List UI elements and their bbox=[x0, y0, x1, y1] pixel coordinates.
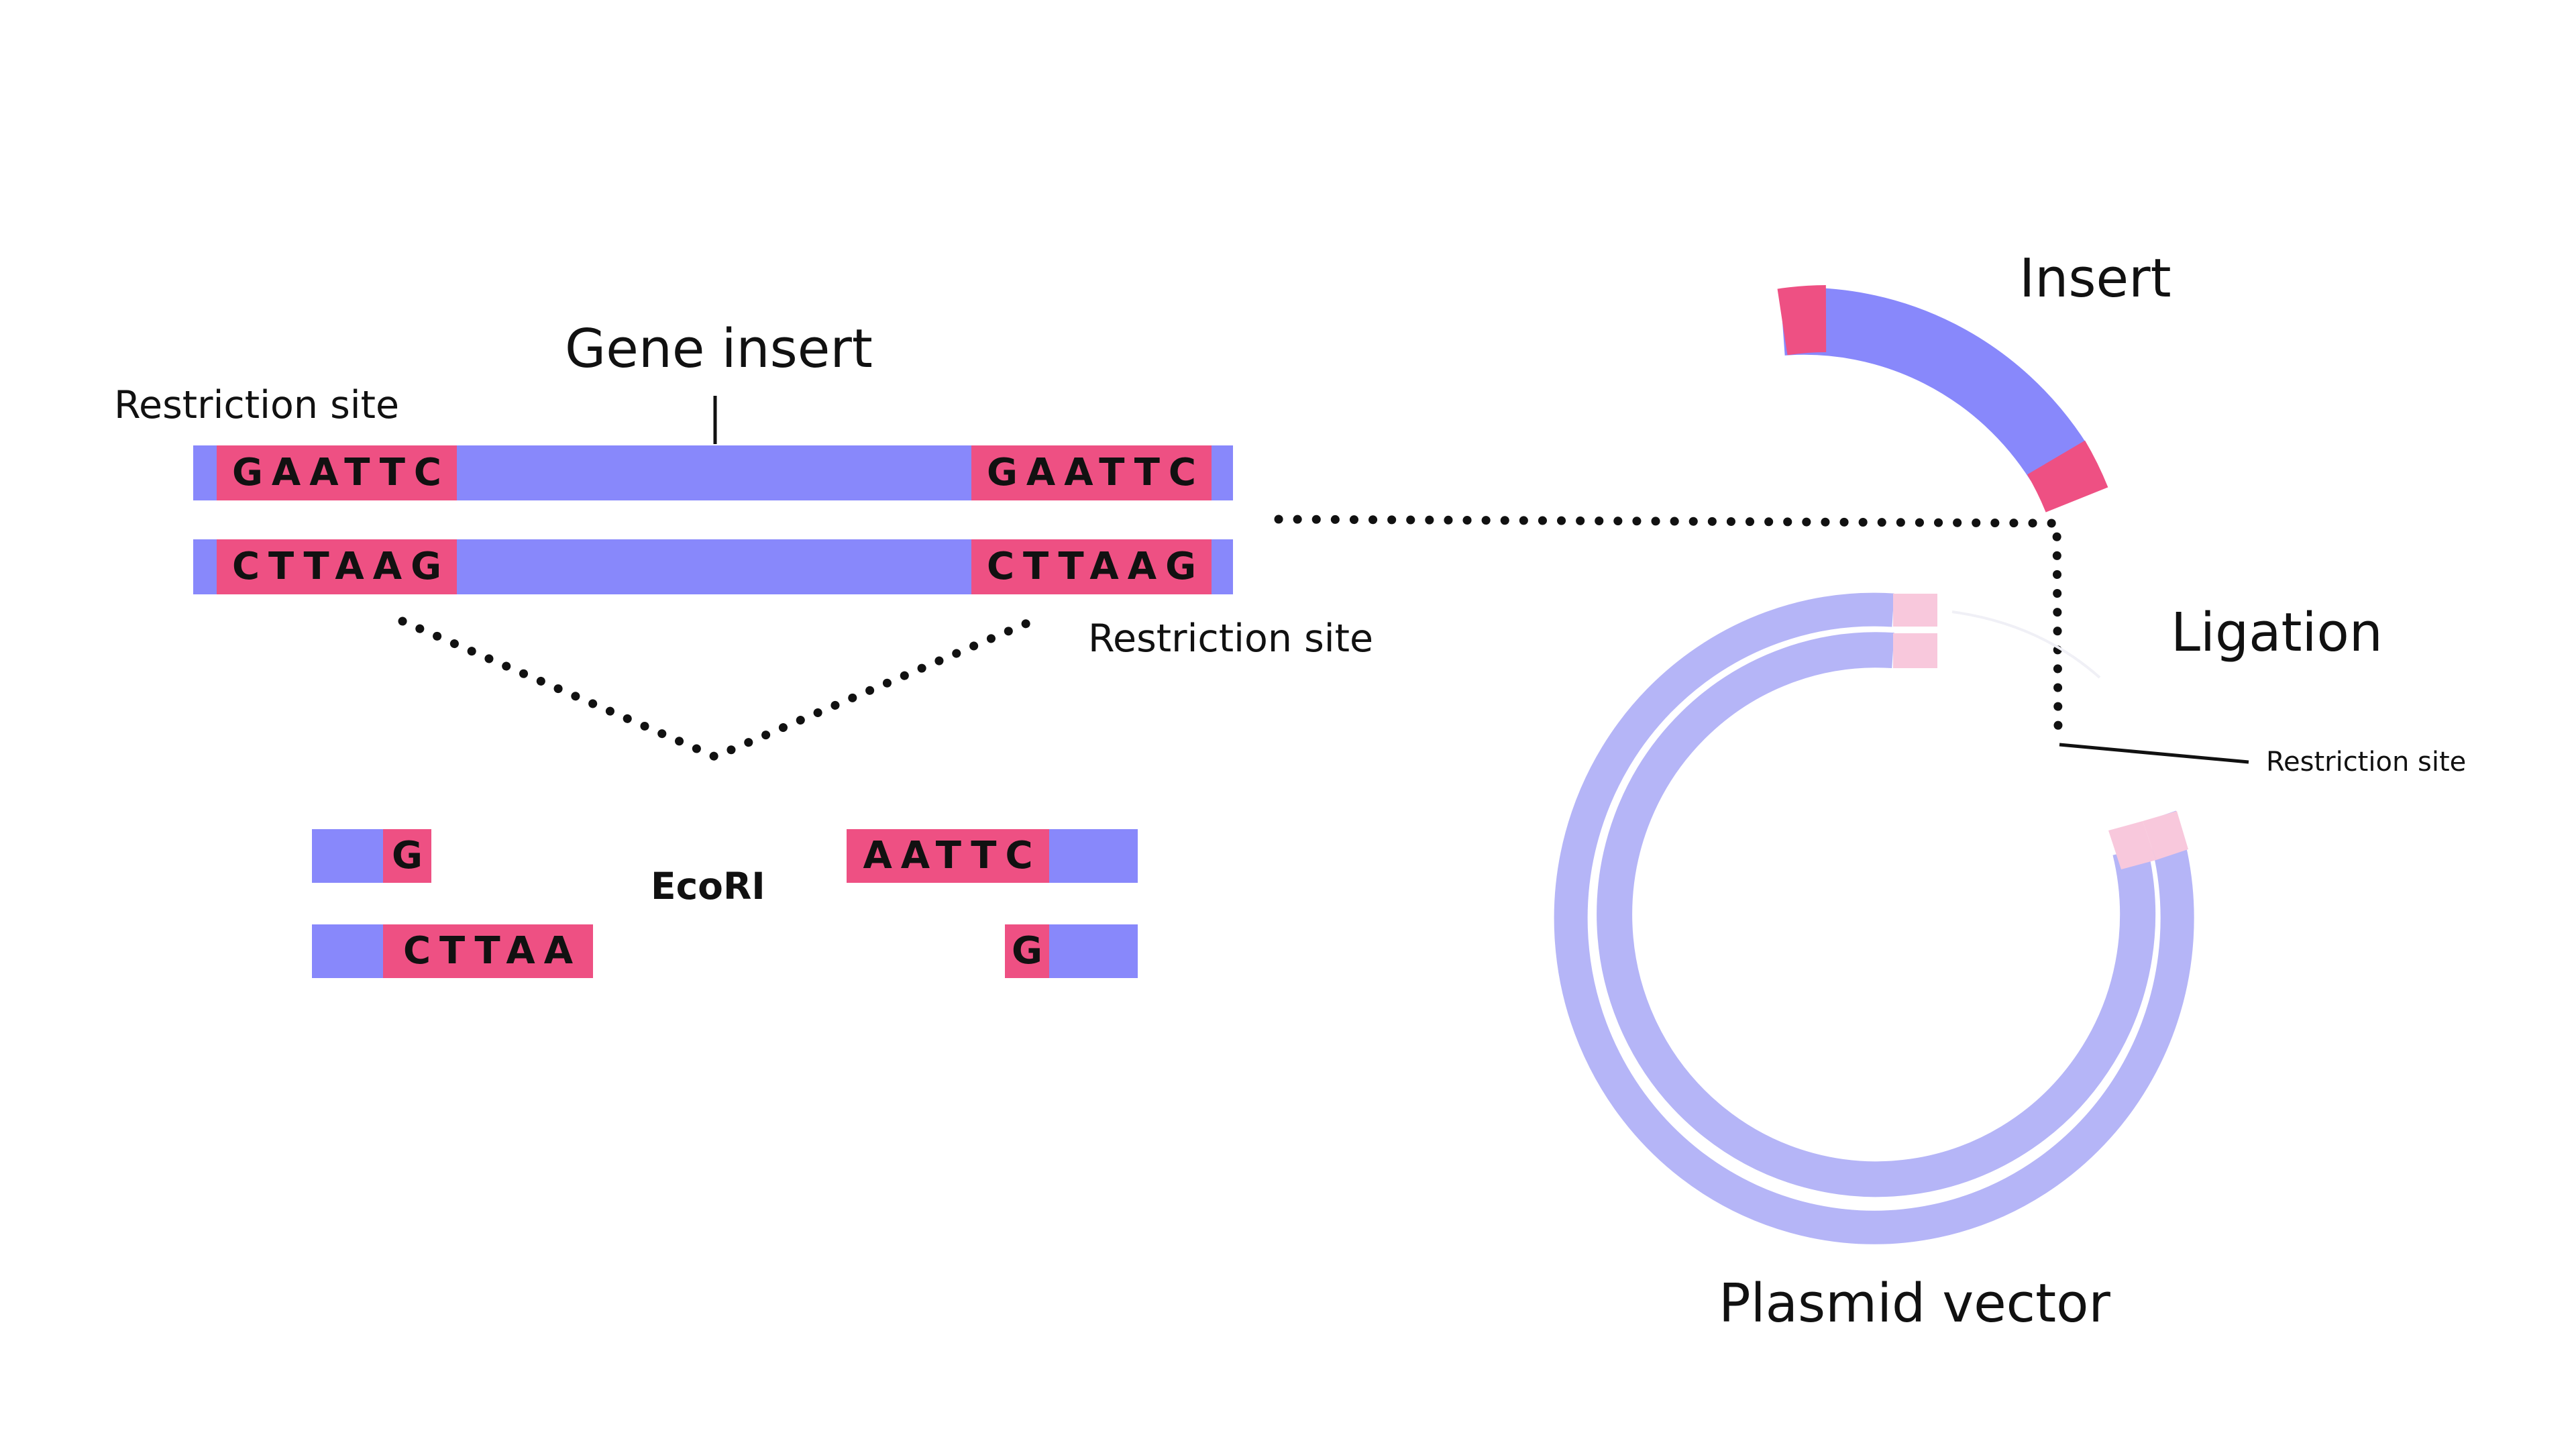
insert-arc bbox=[1777, 285, 2108, 513]
gene-insert-label: Gene insert bbox=[565, 318, 873, 380]
restriction-site-bottom-right bbox=[971, 539, 1212, 594]
insert-arc-end-right bbox=[2027, 440, 2108, 513]
plasmid-site-outer-top bbox=[1893, 594, 1937, 627]
plasmid-gap-outline bbox=[1951, 610, 2101, 679]
restriction-site-bottom-left bbox=[217, 539, 457, 594]
sequence-top-right: GAATTC bbox=[986, 451, 1205, 494]
restriction-site-label-bottom: Restriction site bbox=[1088, 616, 1374, 661]
fragment-left bbox=[312, 829, 593, 978]
restriction-site-top-left bbox=[217, 445, 457, 500]
enzyme-label: EcoRI bbox=[651, 865, 765, 908]
restriction-site-label-top: Restriction site bbox=[114, 383, 400, 427]
plasmid-site-outer-right bbox=[2143, 811, 2188, 860]
dna-strand-top bbox=[193, 445, 1233, 500]
fragment-left-bottom-sequence: CTTAA bbox=[402, 929, 582, 973]
fragment-right-bottom-sequence: G bbox=[1012, 929, 1051, 973]
plasmid-inner-ring bbox=[1597, 632, 2156, 1197]
ligation-label: Ligation bbox=[2171, 602, 2383, 663]
sequence-top-left: GAATTC bbox=[231, 451, 451, 494]
restriction-site-label-plasmid: Restriction site bbox=[2266, 747, 2467, 777]
plasmid-site-inner-top bbox=[1893, 633, 1937, 668]
restriction-site-top-right bbox=[971, 445, 1212, 500]
sequence-bottom-right: CTTAAG bbox=[986, 545, 1205, 588]
insert-arc-end-left bbox=[1777, 285, 1827, 356]
plasmid-site-pointer bbox=[2059, 743, 2249, 764]
fragment-left-top-sequence: G bbox=[392, 834, 431, 877]
insert-arc-body bbox=[1780, 287, 2088, 481]
plasmid-vector-label: Plasmid vector bbox=[1719, 1273, 2110, 1334]
sequence-bottom-left: CTTAAG bbox=[231, 545, 451, 588]
plasmid-site-inner-right bbox=[2108, 821, 2156, 869]
plasmid-outer-ring bbox=[1554, 592, 2194, 1244]
insert-label: Insert bbox=[2019, 248, 2171, 309]
cut-indicator-dots bbox=[398, 616, 1036, 762]
fragment-right-top-sequence: AATTC bbox=[863, 834, 1042, 877]
fragment-right bbox=[847, 829, 1138, 978]
plasmid-vector bbox=[1554, 592, 2194, 1244]
dna-strand-bottom bbox=[193, 539, 1233, 594]
